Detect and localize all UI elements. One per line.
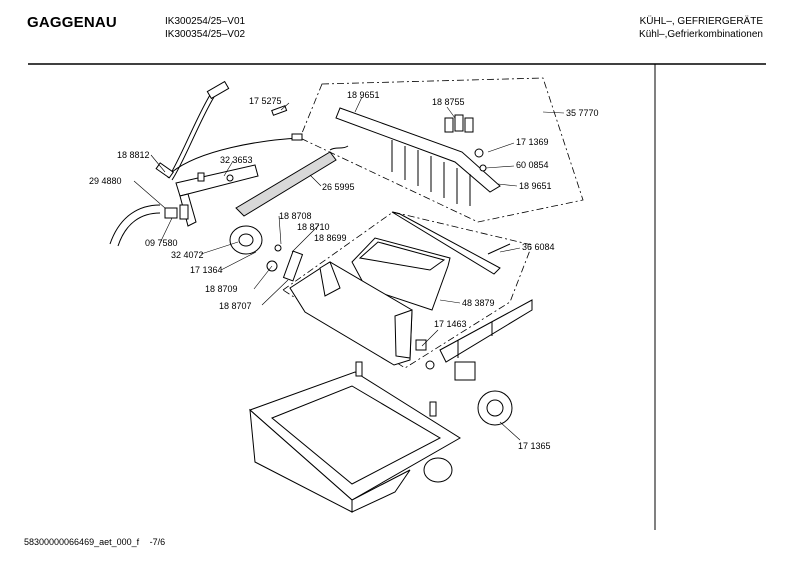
part-label: 17 1463 — [434, 319, 467, 329]
clip-part — [291, 133, 303, 141]
leader-lines — [133, 96, 565, 441]
part-label: 18 8710 — [297, 222, 330, 232]
part-label: 36 6084 — [522, 242, 555, 252]
model-number-2: IK300354/25–V02 — [165, 29, 246, 40]
part-label: 18 8708 — [279, 211, 312, 221]
part-label: 29 4880 — [89, 176, 122, 186]
category-subtitle: Kühl–,Gefrierkombinationen — [639, 29, 763, 40]
model-number-1: IK300254/25–V01 — [165, 16, 246, 27]
category-title: KÜHL–, GEFRIERGERÄTE — [639, 16, 763, 27]
upper-rail — [391, 211, 511, 275]
assembly-outline-upper — [299, 77, 584, 223]
part-label: 26 5995 — [322, 182, 355, 192]
part-label: 18 9651 — [347, 90, 380, 100]
page-number: -7/6 — [149, 537, 166, 547]
part-label: 32 4072 — [171, 250, 204, 260]
part-label: 17 1365 — [518, 441, 551, 451]
thermostat-unit — [229, 225, 304, 282]
part-label: 17 1369 — [516, 137, 549, 147]
drip-tray — [249, 361, 461, 513]
thermostat-knob — [425, 360, 513, 426]
brand-logo: GAGGENAU — [27, 14, 117, 31]
heating-strip — [235, 145, 349, 217]
document-id: 58300000066469_aet_000_f -7/6 — [24, 537, 165, 547]
part-label: 18 8699 — [314, 233, 347, 243]
part-label: 18 9651 — [519, 181, 552, 191]
cable-assembly — [155, 80, 301, 181]
part-label: 18 8709 — [205, 284, 238, 294]
drain-hose — [109, 204, 189, 247]
part-label: 18 8812 — [117, 150, 150, 160]
right-bracket — [439, 299, 533, 363]
part-label: 35 7770 — [566, 108, 599, 118]
evaporator-assembly — [335, 107, 501, 206]
part-label: 18 8707 — [219, 301, 252, 311]
part-label: 17 1364 — [190, 265, 223, 275]
part-label: 48 3879 — [462, 298, 495, 308]
inner-frame — [289, 261, 427, 366]
part-label: 60 0854 — [516, 160, 549, 170]
part-label: 17 5275 — [249, 96, 282, 106]
ice-tray — [351, 237, 451, 311]
part-label: 18 8755 — [432, 97, 465, 107]
document-number: 58300000066469_aet_000_f — [24, 537, 140, 547]
part-label: 09 7580 — [145, 238, 178, 248]
part-label: 32 3653 — [220, 155, 253, 165]
